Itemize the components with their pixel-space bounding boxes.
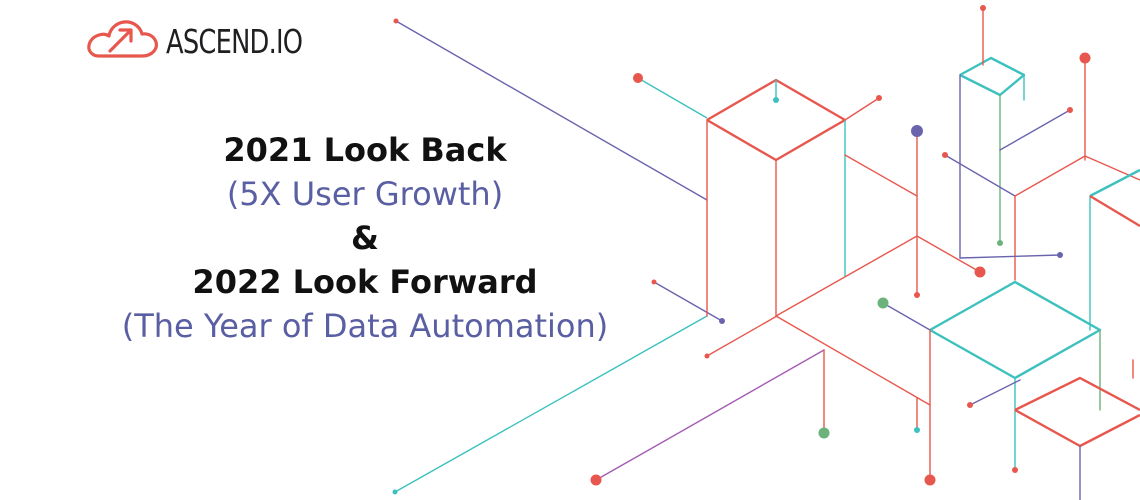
network-node [818, 427, 830, 439]
network-node [911, 125, 923, 137]
headline-2021: 2021 Look Back [223, 131, 507, 169]
headline-ampersand: & [351, 219, 379, 257]
headline-2022: 2022 Look Forward [192, 263, 538, 301]
network-node [392, 489, 398, 495]
network-line [394, 315, 708, 493]
network-node [914, 427, 920, 433]
network-line [844, 97, 880, 121]
network-shape [959, 56, 1026, 97]
network-line [882, 302, 931, 331]
network-node [876, 95, 882, 101]
network-node [590, 474, 602, 486]
network-node [633, 73, 643, 83]
network-node [914, 292, 920, 298]
network-shape [1014, 376, 1140, 412]
network-node [704, 353, 710, 359]
network-node [974, 266, 986, 278]
headline-2022-sub: (The Year of Data Automation) [121, 307, 609, 345]
network-shape [1014, 408, 1140, 448]
network-line [395, 20, 708, 201]
network-line [706, 315, 778, 357]
headline-2021-sub: (5X User Growth) [226, 175, 504, 213]
network-line [944, 154, 1016, 197]
network-node [773, 97, 779, 103]
headline: 2021 Look Back (5X User Growth) & 2022 L… [20, 128, 710, 348]
cloud-upload-icon [87, 20, 158, 58]
network-shape [1089, 168, 1140, 198]
network-node [719, 318, 725, 324]
network-node [1012, 467, 1018, 473]
network-node [651, 279, 657, 285]
network-line [969, 379, 1021, 406]
network-node [1079, 52, 1091, 64]
network-node [967, 402, 973, 408]
network-line [595, 349, 825, 481]
network-node [997, 240, 1003, 246]
network-node [393, 18, 399, 24]
network-line [775, 315, 931, 406]
brand-logo[interactable]: ASCEND.IO [80, 18, 341, 64]
network-node [877, 297, 889, 309]
network-line [999, 109, 1071, 151]
network-node [942, 152, 948, 158]
network-line [844, 154, 918, 197]
network-node [1067, 107, 1073, 113]
network-node [1057, 252, 1063, 258]
network-shape [929, 280, 1102, 380]
brand-name: ASCEND.IO [166, 21, 303, 61]
network-node [924, 474, 936, 486]
network-shape [1089, 194, 1140, 228]
network-line [959, 254, 1061, 259]
network-shape [1014, 155, 1140, 197]
network-node [980, 5, 986, 11]
network-line [653, 281, 723, 322]
network-shape [637, 77, 708, 119]
